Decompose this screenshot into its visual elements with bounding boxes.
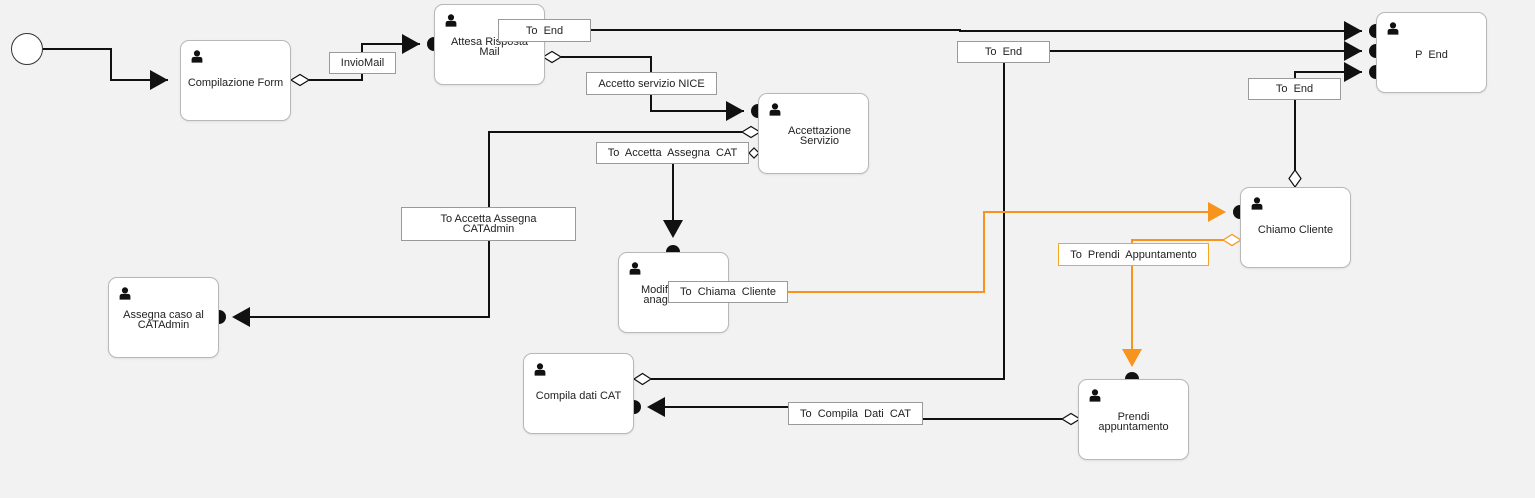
source-diamond <box>1288 168 1302 189</box>
task-label: Compilazione Form <box>187 76 284 89</box>
task-label: Accettazione Servizio <box>788 124 851 147</box>
task-label: Chiamo Cliente <box>1257 223 1334 236</box>
arrowhead <box>1344 62 1362 82</box>
source-diamond <box>289 73 311 87</box>
arrowhead <box>402 34 420 54</box>
task-chiamo-cliente[interactable]: Chiamo Cliente <box>1240 187 1351 268</box>
port-dot <box>219 310 227 324</box>
port-dot <box>634 400 641 414</box>
port-dot <box>1369 24 1376 38</box>
task-label: Assegna caso al CATAdmin <box>123 308 204 331</box>
port-dot <box>1369 65 1376 79</box>
port-dot <box>1125 372 1139 379</box>
edge-start-to-compilazione[interactable] <box>43 48 168 81</box>
arrowhead <box>1344 21 1362 41</box>
task-compila-dati-cat[interactable]: Compila dati CAT <box>523 353 634 434</box>
port-dot <box>427 37 434 51</box>
edge-to-prendi-appuntamento[interactable] <box>1131 239 1223 350</box>
task-assegna-caso-catadmin[interactable]: Assegna caso al CATAdmin <box>108 277 219 358</box>
edge-label-invio-mail[interactable]: InvioMail <box>329 52 396 74</box>
edge-label-to-end-right[interactable]: To End <box>1248 78 1341 100</box>
edge-label-to-prendi-appuntamento[interactable]: To Prendi Appuntamento <box>1058 243 1209 266</box>
edge-label-accetto-servizio-nice[interactable]: Accetto servizio NICE <box>586 72 717 95</box>
edge-to-chiama-cliente[interactable] <box>786 211 1210 293</box>
port-dot <box>751 104 758 118</box>
task-label: Attesa Risposta Mail <box>450 36 529 58</box>
port-dot <box>1369 44 1376 59</box>
arrowhead <box>663 220 683 238</box>
edge-compila-to-end[interactable] <box>651 51 1005 380</box>
port-dot <box>666 244 680 252</box>
source-diamond <box>632 372 653 386</box>
task-attesa-risposta-mail[interactable]: Attesa Risposta Mail <box>434 4 545 85</box>
source-diamond <box>1221 233 1243 247</box>
edge-to-accetta-assegna-cat[interactable] <box>672 152 758 227</box>
end-task-p-end[interactable]: P End <box>1376 12 1487 93</box>
edge-label-to-chiama-cliente[interactable]: To Chiama Cliente <box>668 281 788 303</box>
arrowhead <box>1208 202 1226 222</box>
arrowhead <box>150 70 168 90</box>
source-diamond <box>541 50 563 64</box>
edge-label-to-end-mid[interactable]: To End <box>957 41 1050 63</box>
arrowhead <box>647 397 665 417</box>
edge-label-to-end-top[interactable]: To End <box>498 19 591 42</box>
task-accettazione-servizio[interactable]: Accettazione Servizio <box>758 93 869 174</box>
arrowhead <box>1122 349 1142 367</box>
task-label: Modifi anag <box>641 283 671 306</box>
arrowhead <box>726 101 744 121</box>
task-label: P End <box>1415 48 1448 61</box>
port-dot <box>1233 205 1240 219</box>
task-label: Compila dati CAT <box>535 389 622 402</box>
arrowhead <box>232 307 250 327</box>
task-label: Prendi appuntamento <box>1098 410 1169 433</box>
edge-label-to-accetta-assegna-cat[interactable]: To Accetta Assegna CAT <box>596 142 749 164</box>
start-event[interactable] <box>11 33 43 65</box>
edge-label-to-accetta-assegna-catadmin[interactable]: To Accetta Assegna CATAdmin <box>401 207 576 241</box>
edge-to-end-top[interactable] <box>590 29 1362 32</box>
task-prendi-appuntamento[interactable]: Prendi appuntamento <box>1078 379 1189 460</box>
edge-label-to-compila-dati-cat[interactable]: To Compila Dati CAT <box>788 402 923 425</box>
edge-to-end-right[interactable] <box>1294 71 1362 172</box>
arrowhead <box>1344 41 1362 61</box>
task-compilazione-form[interactable]: Compilazione Form <box>180 40 291 121</box>
